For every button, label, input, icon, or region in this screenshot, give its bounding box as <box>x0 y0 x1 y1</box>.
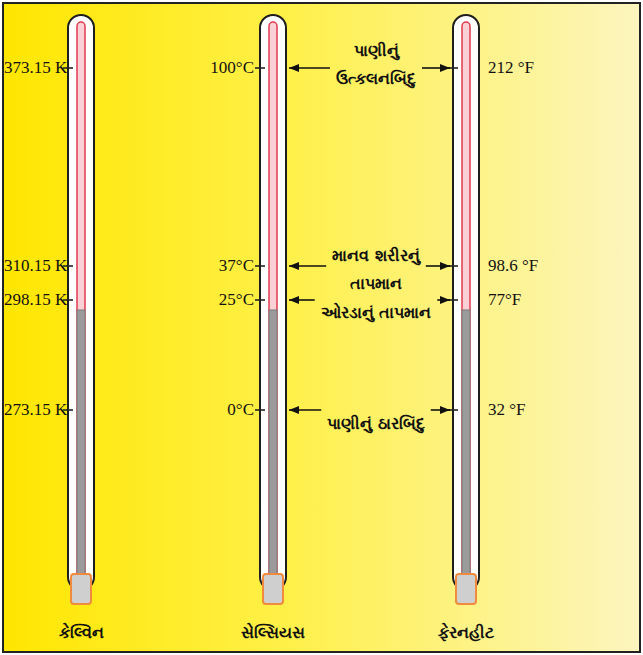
scale-reading-box: 0°C <box>227 400 254 420</box>
reference-point-label: માનવ શરીરનું તાપમાન <box>332 246 420 293</box>
scale-name-box: કેલ્વિન <box>59 622 104 644</box>
pointer-arrow <box>289 409 321 411</box>
celsius-thermometer <box>255 15 286 604</box>
glass-tube <box>68 15 94 590</box>
scale-reading-box: 273.15 K <box>4 400 67 420</box>
scale-reading-box: 212 °F <box>488 58 534 78</box>
pointer-arrow <box>431 409 450 411</box>
mercury-column <box>462 310 470 582</box>
pointer-arrow <box>422 67 450 69</box>
bulb <box>263 574 283 604</box>
tick-marks <box>448 68 458 410</box>
pointer-arrow <box>437 299 450 301</box>
pointer-arrow <box>289 265 326 267</box>
bulb <box>456 574 476 604</box>
scale-name-box: સેલ્સિયસ <box>241 622 305 644</box>
scale-reading-box: 298.15 K <box>4 290 67 310</box>
glass-tube <box>260 15 286 590</box>
capillary <box>462 22 470 582</box>
tick-marks <box>63 68 73 410</box>
pointer-arrow <box>426 265 450 267</box>
pointer-arrow <box>289 67 330 69</box>
scale-reading: 373.15 K <box>4 58 67 77</box>
reference-point-label: પાણીનું ઉત્કલનબિંદુ <box>336 41 416 88</box>
scale-reading: 37°C <box>219 256 254 275</box>
reference-point-label: ઓરડાનું તાપમાન <box>321 303 432 322</box>
scale-reading-box: 100°C <box>210 58 254 78</box>
reference-point-label: પાણીનું ઠારબિંદુ <box>327 414 425 433</box>
scale-reading: 298.15 K <box>4 290 67 309</box>
scale-reading-box: 25°C <box>219 290 254 310</box>
scale-reading: 212 °F <box>488 58 534 77</box>
capillary <box>269 22 277 582</box>
scale-reading: 310.15 K <box>4 256 67 275</box>
scale-reading: 32 °F <box>488 400 526 419</box>
scale-reading: 100°C <box>210 58 254 77</box>
scale-name: ફેરનહીટ <box>438 623 494 642</box>
tick-marks <box>255 68 265 410</box>
scale-reading: 77°F <box>488 290 521 309</box>
scale-reading-box: 77°F <box>488 290 521 310</box>
bulb <box>71 574 91 604</box>
reference-point-label-box: ઓરડાનું તાપમાન <box>316 299 436 327</box>
fahrenheit-thermometer <box>448 15 479 604</box>
scale-reading: 25°C <box>219 290 254 309</box>
scale-reading-box: 310.15 K <box>4 256 67 276</box>
scale-reading: 0°C <box>227 400 254 419</box>
scale-reading-box: 98.6 °F <box>488 256 538 276</box>
scale-reading-box: 373.15 K <box>4 58 67 78</box>
scale-reading-box: 32 °F <box>488 400 526 420</box>
scale-name: સેલ્સિયસ <box>241 623 305 642</box>
glass-tube <box>453 15 479 590</box>
scale-name-box: ફેરનહીટ <box>438 622 494 644</box>
reference-point-label-box: માનવ શરીરનું તાપમાન <box>316 242 436 298</box>
scale-reading: 273.15 K <box>4 400 67 419</box>
mercury-column <box>77 310 85 582</box>
reference-point-label-box: પાણીનું ઠારબિંદુ <box>316 410 436 438</box>
capillary <box>77 22 85 582</box>
scale-reading: 98.6 °F <box>488 256 538 275</box>
scale-reading-box: 37°C <box>219 256 254 276</box>
mercury-column <box>269 310 277 582</box>
kelvin-thermometer <box>63 15 94 604</box>
pointer-arrow <box>289 299 315 301</box>
reference-point-label-box: પાણીનું ઉત્કલનબિંદુ <box>316 37 436 93</box>
scale-name: કેલ્વિન <box>59 623 104 642</box>
